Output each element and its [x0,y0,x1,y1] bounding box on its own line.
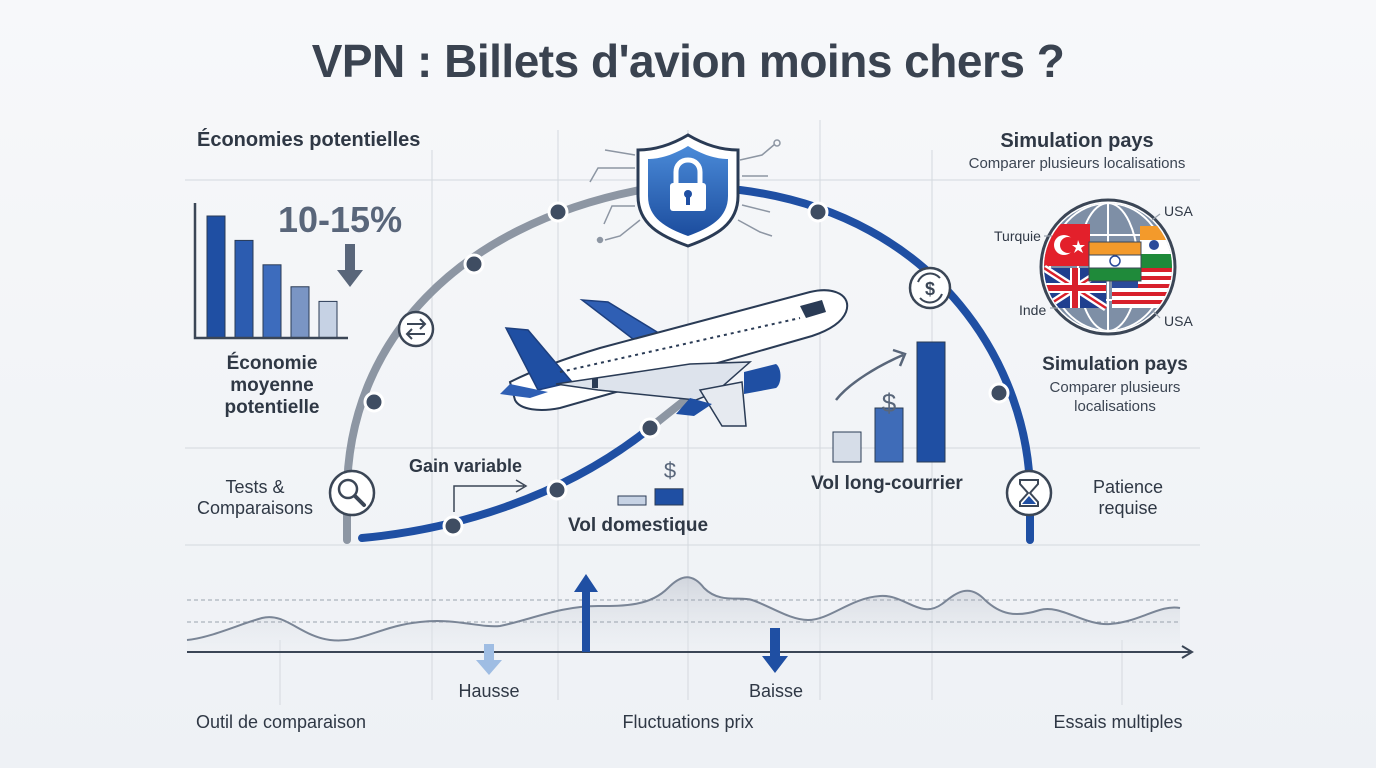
arc-blue-inner [358,424,654,542]
gain-arrow [453,479,528,512]
arc-nodes [363,201,1010,537]
longhaul-currency: $ [882,388,897,418]
savings-caption-line-1: Économie [227,352,318,374]
arc-node [442,515,464,537]
country-label-turkey: Turquie [994,228,1041,244]
country-label-usa-top: USA [1164,203,1193,219]
price-fluctuation-chart [186,574,1194,675]
circuit-lines [589,139,781,244]
bottom-center-label: Fluctuations prix [622,712,753,732]
savings-caption-line-2: moyenne [230,375,313,396]
simulation-top-subtitle: Comparer plusieurs localisations [969,155,1186,172]
longhaul-bar [916,341,946,463]
bottom-right-label: Essais multiples [1053,712,1182,732]
usa-flag [1112,268,1172,308]
longhaul-bars [832,341,946,463]
savings-bar [206,215,226,339]
arc-node [547,201,569,223]
india-flag-back [1140,226,1172,268]
arc-node [363,391,385,413]
savings-bar [318,300,338,339]
domestic-currency: $ [664,458,676,483]
rise-label: Hausse [458,681,519,701]
savings-range: 10-15% [278,199,402,240]
savings-caption-line-3: potentielle [224,397,319,418]
price-area [187,577,1180,652]
currency-exchange-icon: $ [908,266,952,310]
shield-lock-icon [636,133,740,248]
longhaul-bar [832,431,862,463]
savings-bar [262,264,282,339]
simulation-top-heading: Simulation pays [1000,130,1153,152]
savings-axis [193,203,348,340]
savings-bar [290,286,310,339]
magnifier-icon [328,469,376,517]
country-label-usa-bottom: USA [1164,313,1193,329]
simulation-mid-subtitle-line-2: localisations [1074,398,1156,415]
rise-arrow-icon [574,574,598,652]
savings-bar [234,239,254,339]
arc-node [639,417,661,439]
fall-label: Baisse [749,681,803,701]
hourglass-icon [1005,469,1053,517]
savings-heading: Économies potentielles [197,128,420,151]
india-flag [1088,241,1142,282]
gain-label: Gain variable [409,456,522,476]
fall-arrow-icon [762,628,788,673]
price-line [186,576,1181,642]
airplane-icon [500,289,849,427]
arc-node [988,382,1010,404]
domestic-bars [617,488,684,506]
arc-node [463,253,485,275]
simulation-mid-subtitle-line-1: Comparer plusieurs [1050,379,1181,396]
exchange-icon [397,310,435,348]
longhaul-bar [874,407,904,463]
patience-label-line-1: Patience [1093,477,1163,497]
uk-flag [1044,265,1108,311]
country-label-india: Inde [1019,302,1046,318]
domestic-bar [654,488,684,506]
down-arrow-icon [337,244,363,287]
arc-node [546,479,568,501]
domestic-label: Vol domestique [568,515,708,536]
time-axis [187,645,1194,659]
soft-down-arrow-icon [476,644,502,675]
tests-label-line-1: Tests & [225,477,284,497]
svg-text:$: $ [925,279,935,299]
savings-bar-chart [193,203,363,340]
growth-arrow [835,348,907,401]
simulation-mid-heading: Simulation pays [1042,354,1188,375]
domestic-bar [617,495,647,506]
longhaul-label: Vol long-courrier [811,473,963,494]
page-title: VPN : Billets d'avion moins chers ? [311,35,1065,87]
tests-label-line-2: Comparaisons [197,498,313,518]
patience-label-line-2: requise [1098,498,1157,518]
globe-flags-icon [1039,198,1177,336]
arc-node [807,201,829,223]
bottom-left-label: Outil de comparaison [196,712,366,732]
